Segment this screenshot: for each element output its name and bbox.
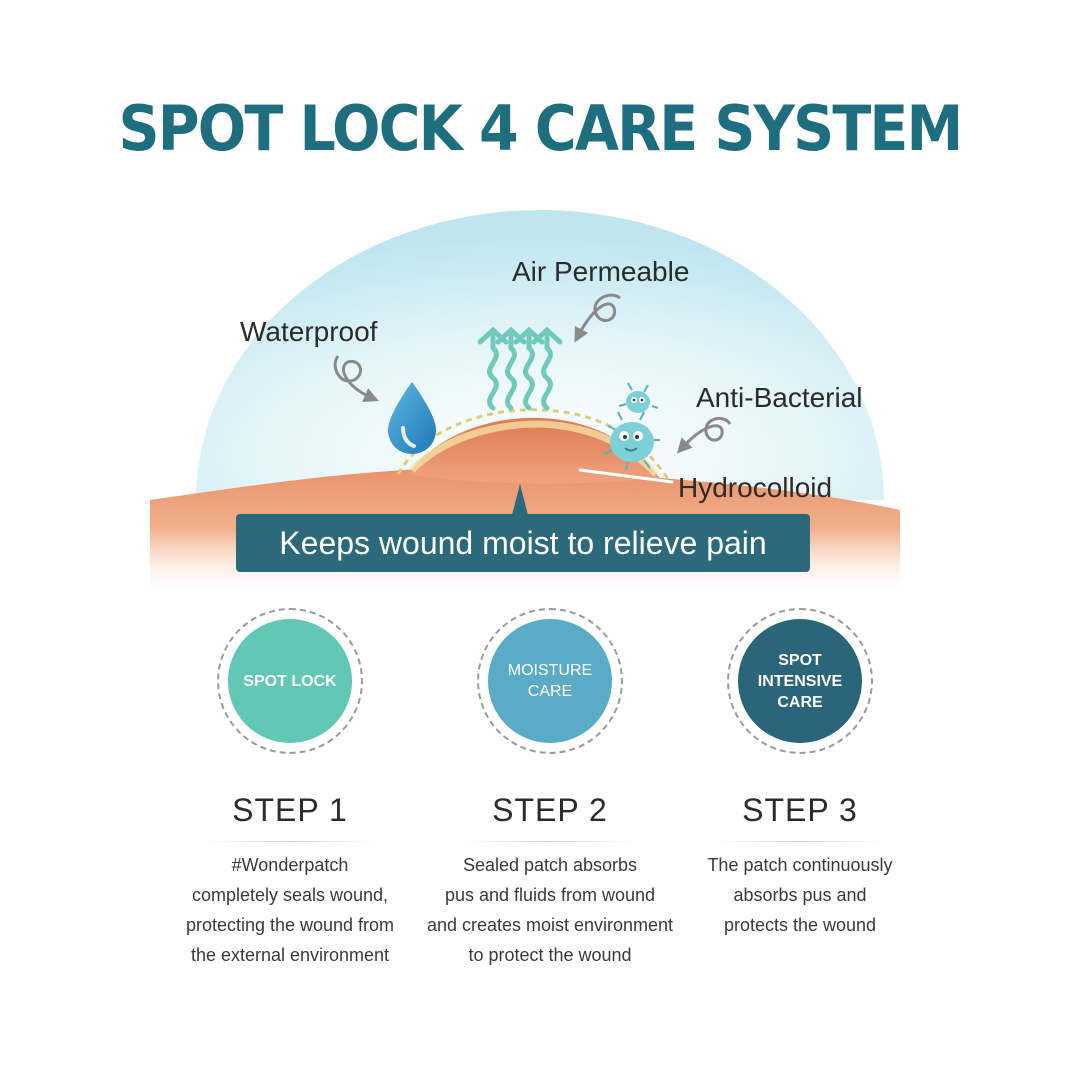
step-2: MOISTURE CARE STEP 2 Sealed patch absorb… [410, 608, 690, 970]
step-description: The patch continuously absorbs pus and p… [707, 855, 893, 935]
step-badge: SPOT LOCK [228, 619, 352, 743]
air-permeable-pointer-icon [574, 293, 621, 343]
step-divider [205, 841, 375, 842]
waterproof-pointer-icon [333, 355, 379, 402]
air-permeable-label: Air Permeable [512, 256, 690, 287]
banner-pointer [512, 484, 528, 515]
anti-bacterial-pointer-icon [676, 416, 732, 454]
air-flow-arrows-icon [477, 326, 563, 411]
step-1: SPOT LOCK STEP 1 #Wonderpatch completely… [150, 608, 430, 970]
step-title: STEP 3 [742, 792, 858, 828]
anti-bacterial-label: Anti-Bacterial [696, 382, 863, 413]
step-badge-ring: SPOT INTENSIVE CARE [727, 608, 873, 754]
hydrocolloid-label: Hydrocolloid [678, 472, 833, 503]
water-drop-icon [388, 382, 436, 454]
step-title: STEP 1 [232, 792, 348, 828]
step-badge-ring: MOISTURE CARE [477, 608, 623, 754]
patch-diagram [150, 210, 900, 590]
waterproof-label: Waterproof [240, 316, 378, 347]
page-title: SPOT LOCK 4 CARE SYSTEM [118, 92, 964, 165]
step-description: Sealed patch absorbs pus and fluids from… [426, 855, 674, 965]
step-title: STEP 2 [492, 792, 608, 828]
step-badge: SPOT INTENSIVE CARE [738, 619, 862, 743]
step-description: #Wonderpatch completely seals wound, pro… [185, 855, 395, 965]
step-divider [715, 841, 885, 842]
step-3: SPOT INTENSIVE CARE STEP 3 The patch con… [660, 608, 940, 940]
step-badge-ring: SPOT LOCK [217, 608, 363, 754]
step-divider [465, 841, 635, 842]
bacteria-icon [603, 382, 660, 471]
step-badge: MOISTURE CARE [488, 619, 612, 743]
benefit-banner: Keeps wound moist to relieve pain [236, 514, 810, 572]
